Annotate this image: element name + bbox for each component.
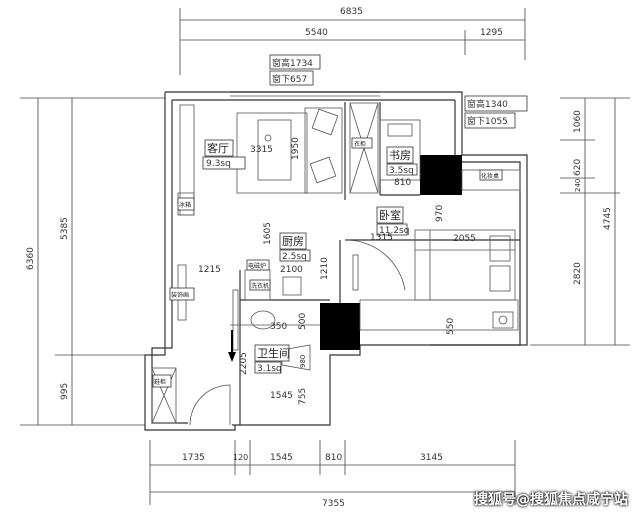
- dim-right-2: 620: [573, 159, 583, 176]
- shoe-cabinet-label: 鞋柜: [154, 378, 166, 386]
- living-window-height: 窗高1734: [272, 57, 313, 69]
- dim-inner: 3315: [250, 145, 273, 155]
- dim-inner: 810: [394, 178, 411, 188]
- study-name: 书房: [389, 149, 411, 162]
- bottom-dimensions: 1735 120 1545 810 3145 7355: [149, 440, 516, 509]
- study-window-sill: 窗下1055: [467, 115, 508, 127]
- dim-inner: 1605: [263, 222, 273, 245]
- study-window-height: 窗高1340: [467, 98, 508, 110]
- walls: [144, 91, 528, 431]
- dim-bottom-4: 810: [325, 453, 342, 463]
- fridge-label: 冰箱: [179, 201, 191, 209]
- study-furniture: 化妆桌: [379, 119, 521, 191]
- dim-bottom-3: 1545: [270, 453, 293, 463]
- living-window-sill: 窗下657: [272, 73, 307, 85]
- dim-right-total: 4745: [603, 207, 613, 230]
- dim-right-3: 240: [574, 179, 582, 192]
- painting-label: 装饰画: [171, 291, 189, 299]
- dim-left-total: 6360: [26, 247, 36, 270]
- wardrobe-label: 衣柜: [354, 140, 366, 148]
- living-room-area: 9.3sq: [206, 159, 231, 169]
- dim-inner: 500: [298, 313, 308, 330]
- stove-label: 电磁炉: [248, 262, 266, 270]
- room-labels: 客厅 9.3sq 书房 3.5sq 卧室 11.2sq 厨房 2.5sq 卫生间…: [202, 139, 418, 374]
- sofa-area: [177, 104, 343, 216]
- kitchen-name: 厨房: [282, 235, 304, 248]
- dim-inner: 550: [446, 318, 456, 335]
- dim-inner: 1215: [198, 265, 221, 275]
- dim-left-lower: 995: [60, 383, 70, 400]
- study-area: 3.5sq: [389, 166, 414, 176]
- dim-inner: 350: [270, 322, 287, 332]
- dim-top-right: 1295: [480, 28, 503, 38]
- dim-inner: 2205: [239, 352, 249, 375]
- misc-labels: 冰箱 装饰画 鞋柜: [151, 197, 236, 426]
- dim-left-upper: 5385: [60, 217, 70, 240]
- dim-bottom-5: 3145: [420, 453, 443, 463]
- watermark: 搜狐号@搜狐焦点咸宁站: [474, 492, 628, 508]
- dim-right-1: 1060: [573, 110, 583, 133]
- dim-inner: 2100: [280, 265, 303, 275]
- right-dimensions: 1060 620 240 4745 2820: [530, 97, 630, 346]
- dim-inner: 2055: [453, 234, 476, 244]
- living-room-name: 客厅: [207, 141, 229, 155]
- bathroom-area: 3.1sq: [257, 364, 282, 374]
- kitchen-area: 2.5sq: [282, 252, 307, 262]
- washer-label: 洗衣机: [251, 282, 269, 290]
- dim-inner: 1950: [291, 137, 301, 160]
- dresser-label: 化妆桌: [481, 172, 499, 180]
- dim-inner: 1545: [270, 391, 293, 401]
- window-labels: 窗高1734 窗下657 窗高1340 窗下1055: [269, 54, 528, 129]
- bedroom-area: 11.2sq: [379, 226, 409, 236]
- dim-right-lower: 2820: [573, 262, 583, 285]
- dim-inner: 1210: [320, 257, 330, 280]
- dim-top-left: 5540: [305, 28, 328, 38]
- dim-inner: 970: [435, 205, 445, 222]
- kitchen-fixtures: 电磁炉 洗衣机: [244, 254, 359, 301]
- top-dimensions: 6835 5540 1295: [179, 7, 526, 75]
- dim-top-total: 6835: [340, 7, 363, 17]
- bathroom-name: 卫生间: [257, 346, 290, 360]
- column-1: [420, 155, 462, 195]
- dim-inner: 980: [299, 355, 307, 368]
- left-dimensions: 6360 5385 995: [20, 97, 165, 426]
- inner-dimensions: 3315 1950 810 1605 970 1315 2055 1215 21…: [198, 137, 476, 405]
- column-2: [320, 303, 360, 350]
- bed: [344, 229, 519, 331]
- bedroom-name: 卧室: [379, 208, 401, 222]
- dim-inner: 755: [298, 388, 308, 405]
- dim-inner: 1315: [370, 233, 393, 243]
- dim-bottom-2: 120: [233, 453, 248, 462]
- dim-bottom-total: 7355: [322, 499, 345, 509]
- wardrobe: 衣柜: [349, 102, 379, 194]
- dim-bottom-1: 1735: [182, 453, 205, 463]
